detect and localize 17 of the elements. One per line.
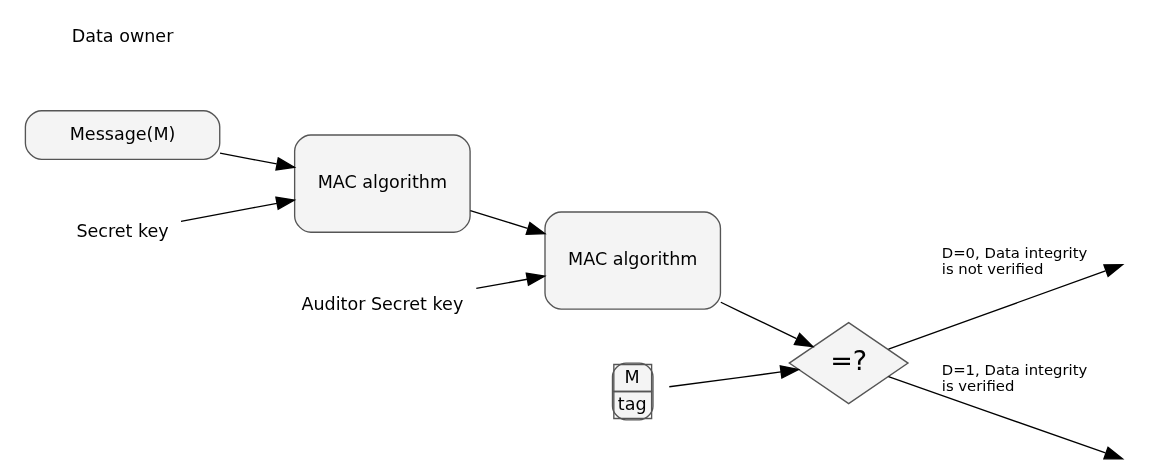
arrow bbox=[475, 272, 547, 290]
arrow bbox=[720, 301, 815, 348]
node-diamond: =? bbox=[788, 321, 910, 405]
arrow bbox=[469, 209, 547, 235]
arrow bbox=[219, 152, 297, 171]
arrow bbox=[180, 196, 297, 223]
node-text: Secret key bbox=[76, 220, 169, 241]
arrow bbox=[887, 263, 1125, 350]
edge-label: D=1, Data integrity is verified bbox=[941, 361, 1088, 395]
node-box: MAC algorithm bbox=[293, 134, 471, 233]
edge-label: D=0, Data integrity is not verified bbox=[941, 243, 1088, 277]
label: Data owner bbox=[71, 26, 174, 47]
node-text: Auditor Secret key bbox=[301, 293, 464, 314]
node-box: Message(M) bbox=[24, 110, 221, 160]
node-box: MAC algorithm bbox=[544, 211, 722, 310]
arrow bbox=[887, 375, 1125, 460]
arrow bbox=[668, 364, 801, 388]
